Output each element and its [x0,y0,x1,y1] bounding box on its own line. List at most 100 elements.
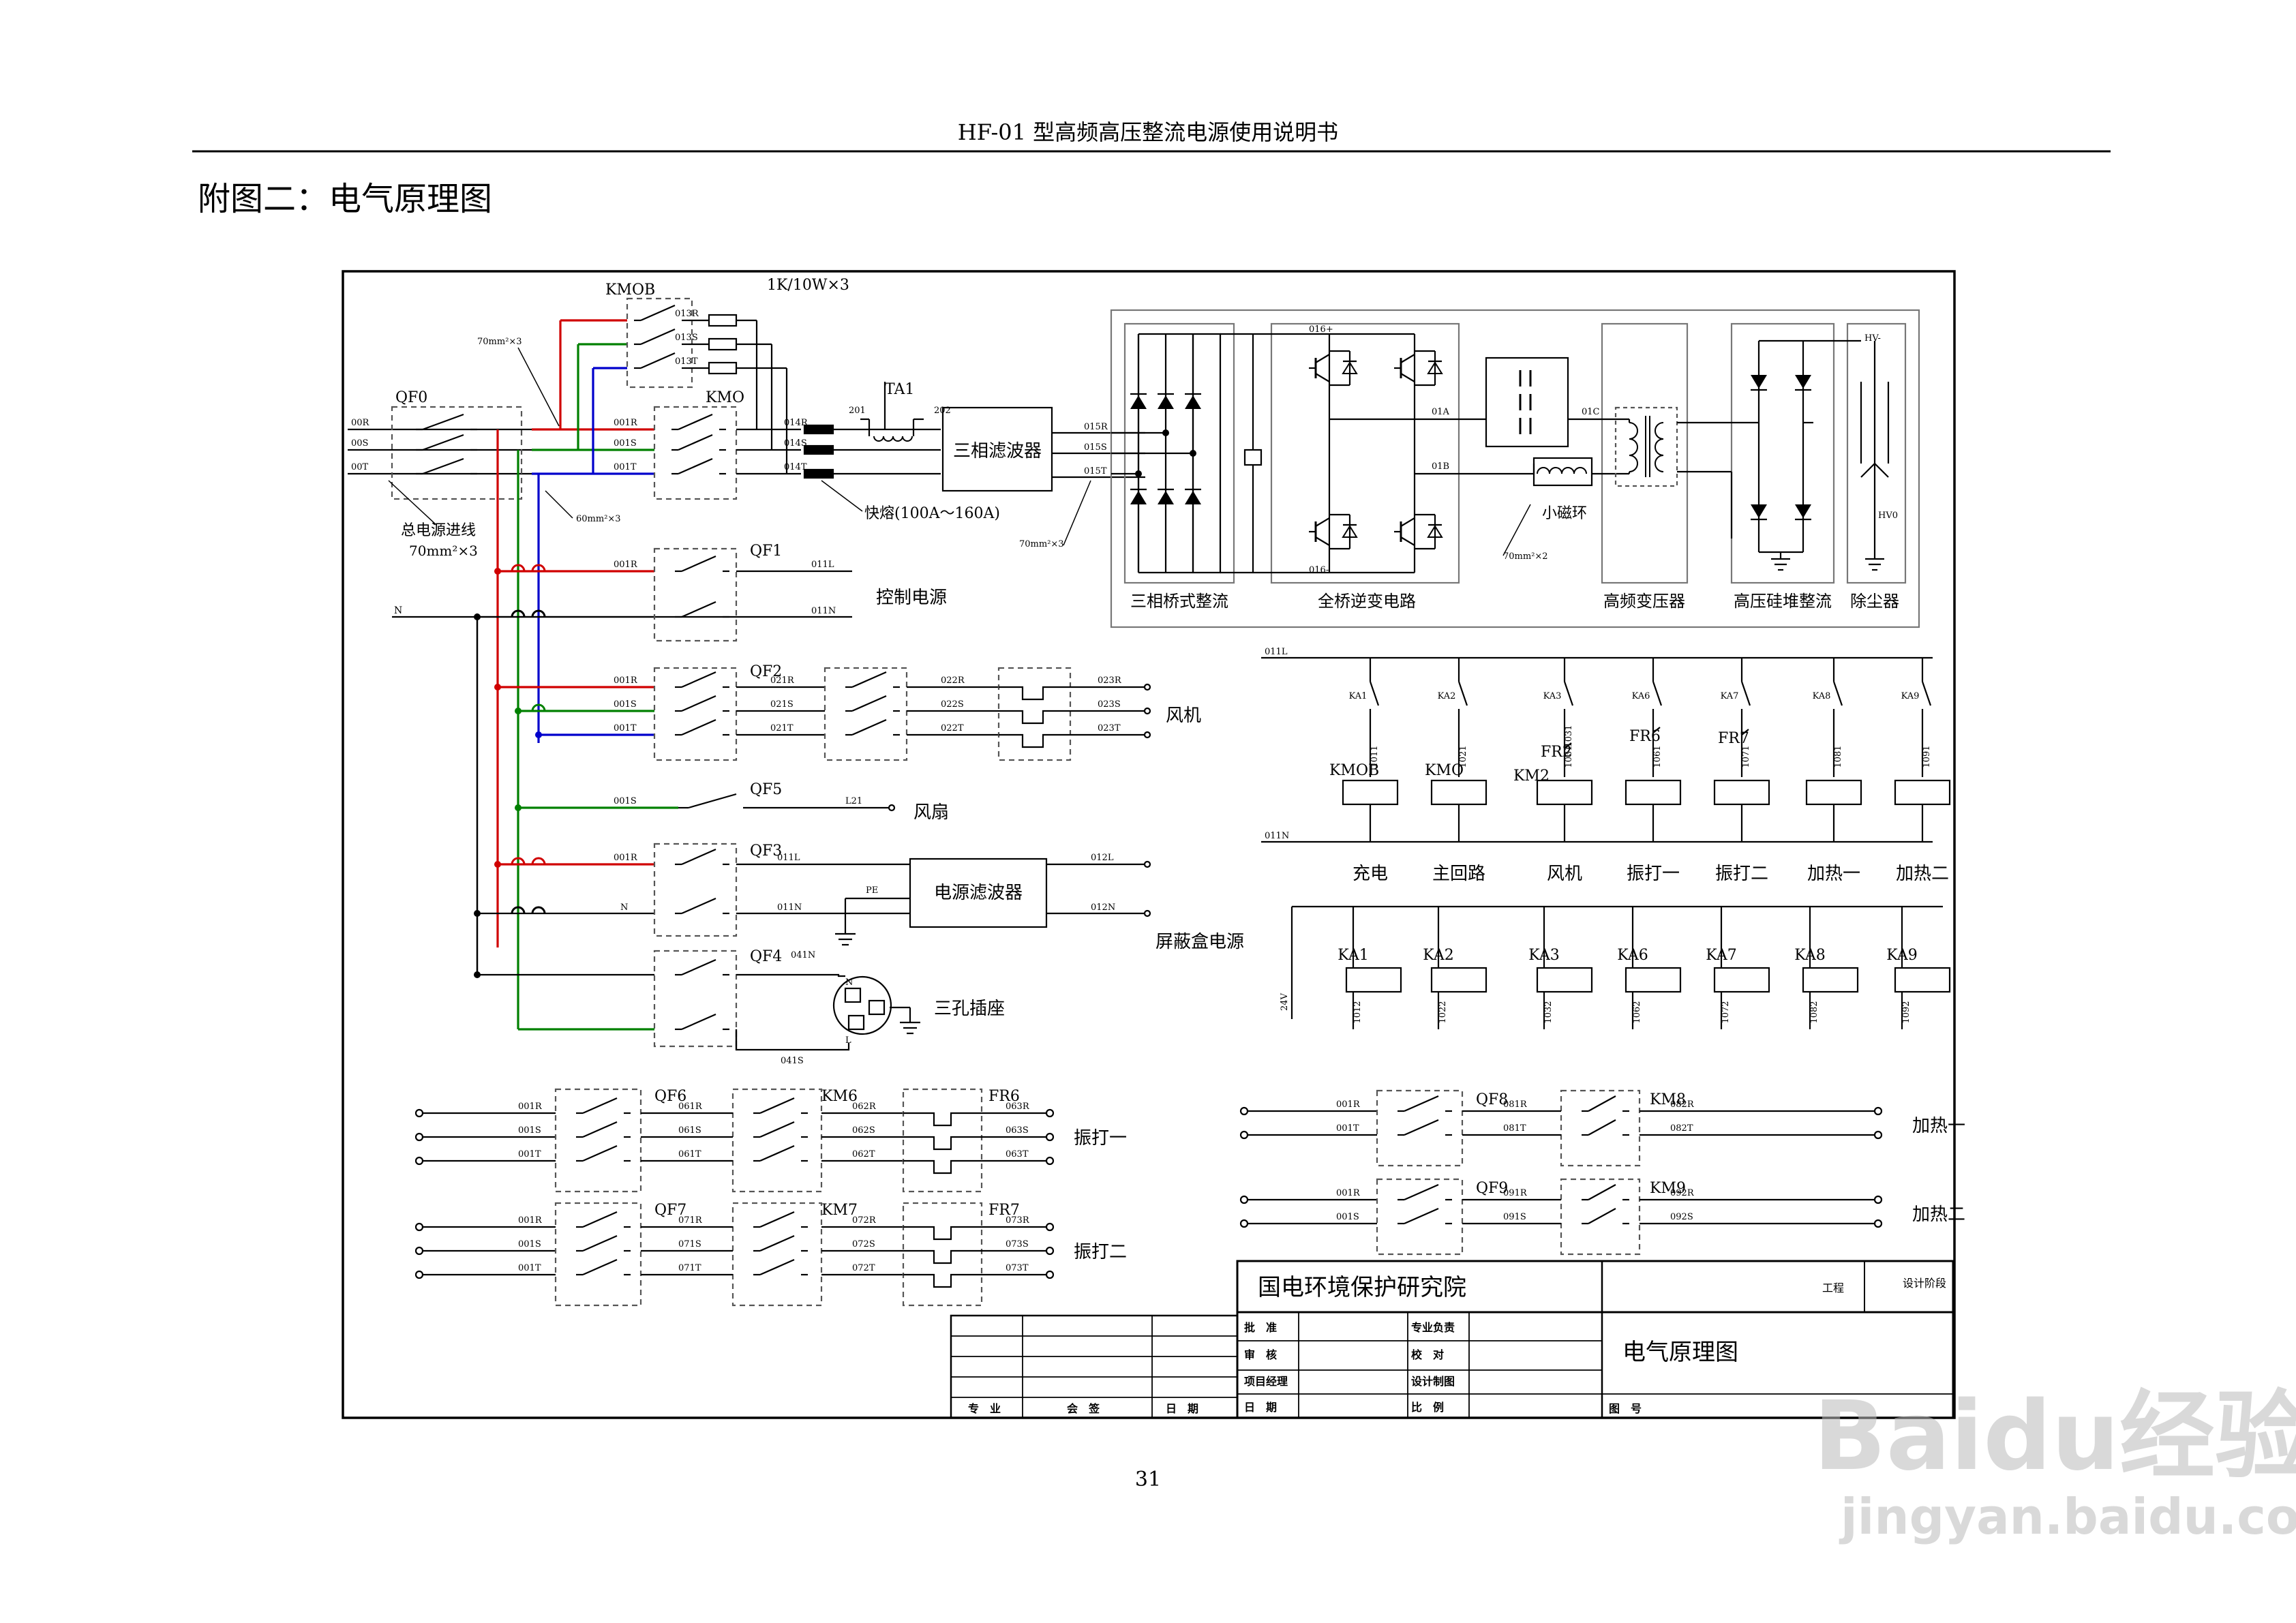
diagram-label: 072R [852,1215,877,1226]
diagram-label: 013R [675,309,699,319]
wire [903,1226,982,1241]
diagram-label: 011L [777,853,800,863]
wire [1564,742,1572,749]
diagram-label: 振打二 [1074,1242,1127,1262]
wire [681,718,716,736]
diagram-label: 批 准 [1244,1321,1277,1334]
diagram-label: 审 核 [1244,1348,1277,1361]
coil-label: KA3 [1528,947,1559,964]
coil-label: KM2 [1513,768,1550,785]
wire [640,304,676,322]
circuit-function: 振打二 [1715,864,1768,884]
drawing-name: 电气原理图 [1622,1339,1738,1366]
junction-dot [1162,429,1169,436]
qf-label: QF9 [1476,1180,1508,1197]
wire [640,328,676,346]
relay-coil [1805,779,1862,806]
diagram-label: 小磁环 [1542,505,1587,522]
diagram-label: 图 号 [1609,1402,1642,1415]
hv-rectifier-box [1730,322,1835,584]
diagram-label: 062T [852,1149,875,1159]
diagram-label: 001S [614,438,637,449]
circuit-function: 加热一 [1807,864,1860,884]
diagram-label: 风扇 [913,802,949,823]
watermark-brand: Baidu经验 [1813,1381,2296,1492]
fast-fuse [803,468,834,479]
freewheel-diode [1342,525,1358,538]
diagram-label: 201 [849,406,866,416]
relay-coil [1345,967,1402,993]
freewheel-diode [1342,361,1358,374]
diagram-label: FR7 [1718,730,1749,747]
secondary-winding [1655,422,1664,440]
diagram-label: 012N [1091,902,1115,913]
diagram-label: 01C [1582,407,1600,417]
km-label: KM6 [821,1088,858,1105]
diagram-label: 091S [1503,1212,1526,1222]
diagram-label: 013T [675,357,698,367]
heat-qf-box [1376,1178,1464,1256]
diagram-label: 三孔插座 [934,999,1005,1019]
diagram-label: 015T [1084,466,1107,476]
wire [422,434,464,451]
qf0-dashed-box [391,406,523,500]
diagram-label: 016+ [1309,324,1333,335]
terminal [1045,1108,1055,1118]
diagram-label: 022T [941,723,964,733]
feeder-km-box [731,1088,823,1193]
coil-label: KA6 [1617,947,1648,964]
relay-coil [1342,779,1399,806]
heat-km-box [1560,1089,1641,1167]
contact-label: KA2 [1438,691,1456,701]
diagram-label: 会 签 [1067,1402,1100,1415]
wire-crossover [531,564,546,572]
wire-crossover [531,857,546,865]
terminal [1143,683,1151,691]
terminal [414,1270,424,1279]
diagram-label: FR2 [1541,744,1572,761]
magnetic-ring [1532,457,1593,487]
terminal [414,1156,424,1166]
coil-label: KA2 [1423,947,1453,964]
diagram-label: 023R [1098,676,1122,686]
diagram-label: 001T [518,1149,541,1159]
thermal-relay-element [999,686,1070,701]
diagram-label: 风机 [1166,706,1201,726]
diagram-label: 023S [1098,699,1121,710]
diagram-label: 1061 [1652,745,1663,768]
relay-coil [1894,779,1951,806]
wire [1563,681,1574,706]
diagram-label: N [394,605,402,616]
diagram-label: 061T [678,1149,701,1159]
wire [759,1144,795,1162]
wire [517,347,560,427]
diagram-label: 专 业 [968,1402,1001,1415]
diagram-label: 专业负责 [1411,1321,1455,1334]
diagram-label: 202 [934,406,951,416]
wire [582,1121,618,1138]
wire [582,1211,618,1228]
wire [1588,1095,1616,1112]
relay-coil [1625,779,1682,806]
km-label: KM7 [821,1202,858,1219]
junction-dot [474,910,481,917]
primary-winding [1629,438,1638,456]
diagram-label: 001R [614,560,638,570]
ring-coil [1549,467,1562,474]
transformer-core [1614,406,1678,487]
qf4-label: QF4 [750,948,782,965]
document-header-title: HF-01 型高频高压整流电源使用说明书 [958,119,1338,145]
primary-winding [1629,455,1638,472]
contact-label: KA6 [1632,691,1650,701]
hv-diode [1795,375,1811,389]
diode [1130,395,1147,409]
ta1-label: TA1 [885,381,914,398]
terminal [1873,1106,1883,1116]
diagram-label: 70mm²×2 [1503,551,1548,562]
wire [1400,536,1415,546]
diagram-label: L21 [845,796,862,806]
diagram-label: 001R [614,418,638,428]
feeder-km-box [731,1202,823,1307]
ring-coil [1573,467,1587,474]
hv-diode [1751,375,1767,389]
